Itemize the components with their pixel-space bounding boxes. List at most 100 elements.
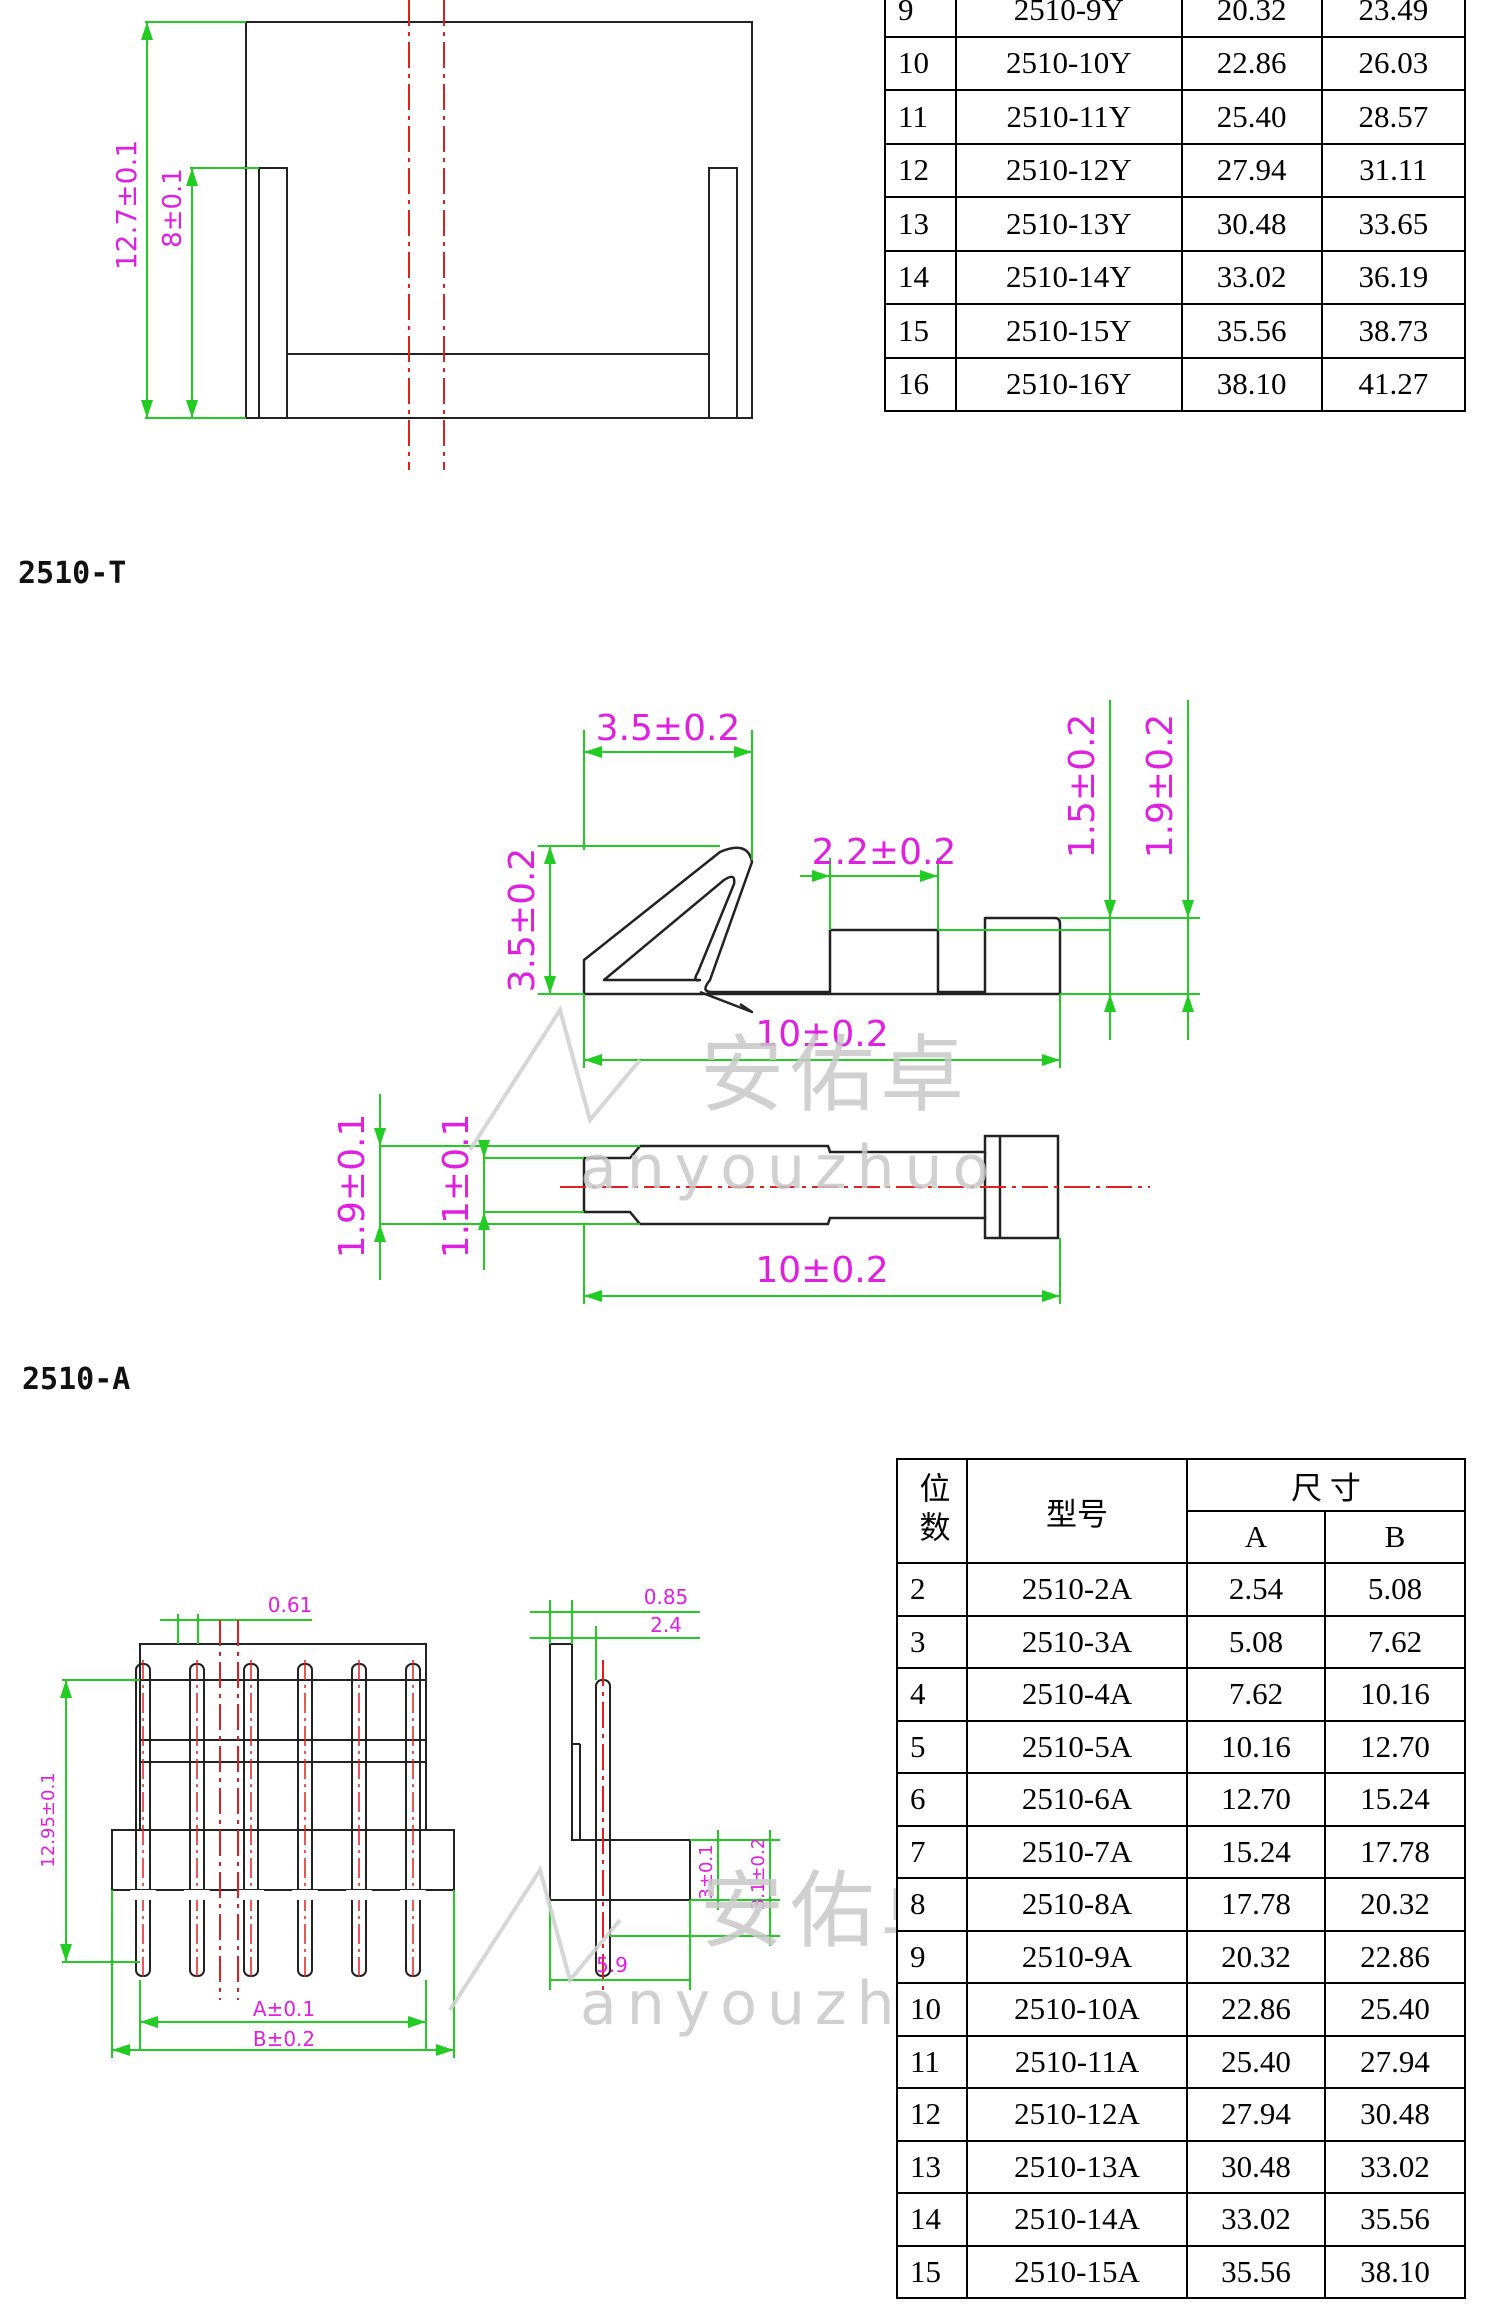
table-cell: 2510-9Y bbox=[955, 0, 1183, 38]
y-side-view-drawing: 12.7±0.1 8±0.1 bbox=[110, 0, 753, 470]
table-cell: 22.86 bbox=[1180, 35, 1323, 91]
table-cell: 28.57 bbox=[1320, 89, 1467, 145]
table-cell: 2510-11A bbox=[966, 2034, 1188, 2089]
t-right-h2-dim: 1.9±0.2 bbox=[1140, 714, 1181, 859]
table-cell: 22.86 bbox=[1324, 1929, 1466, 1984]
t-top-width-dim: 3.5±0.2 bbox=[596, 708, 741, 749]
t-terminal-top-outline bbox=[582, 846, 1062, 996]
watermark-logo-t: 安佑卓 anyouzhuo bbox=[468, 1005, 989, 1203]
pin-notch bbox=[400, 1890, 426, 1900]
table-cell: 38.73 bbox=[1320, 303, 1467, 359]
a-header-size: 尺 寸 bbox=[1186, 1458, 1466, 1512]
table-cell: 7.62 bbox=[1324, 1614, 1466, 1669]
table-cell: 25.40 bbox=[1186, 2034, 1326, 2089]
section-title-2510-a: 2510-A bbox=[22, 1362, 131, 1397]
table-cell: 9 bbox=[896, 1929, 968, 1984]
table-cell: 15 bbox=[883, 303, 958, 359]
a-header-model: 型号 bbox=[966, 1458, 1188, 1564]
table-cell: 12.70 bbox=[1186, 1772, 1326, 1827]
a-base bbox=[111, 1829, 455, 1891]
table-cell: 2510-14Y bbox=[955, 249, 1183, 305]
t-terminal-drawing: 3.5±0.2 2.2±0.2 3.5±0.2 1.5±0.2 1.9±0.2 … bbox=[332, 700, 1200, 1304]
table-cell: 30.48 bbox=[1186, 2139, 1326, 2194]
t-side-h1-dim: 1.9±0.1 bbox=[332, 1114, 373, 1259]
section-title-2510-t: 2510-T bbox=[18, 556, 127, 591]
table-cell: 14 bbox=[883, 249, 958, 305]
table-cell: 10 bbox=[896, 1982, 968, 2037]
a-header-count: 位数 bbox=[896, 1458, 968, 1564]
table-cell: 22.86 bbox=[1186, 1982, 1326, 2037]
table-cell: 33.02 bbox=[1180, 249, 1323, 305]
table-cell: 13 bbox=[896, 2139, 968, 2194]
y-body-outline bbox=[245, 21, 753, 419]
t-left-height-dim: 3.5±0.2 bbox=[502, 848, 543, 993]
table-cell: 2510-14A bbox=[966, 2192, 1188, 2247]
table-cell: 11 bbox=[896, 2034, 968, 2089]
table-cell: 2510-15Y bbox=[955, 303, 1183, 359]
table-cell: 27.94 bbox=[1186, 2087, 1326, 2142]
a-header-col-a: A bbox=[1186, 1510, 1326, 1564]
a-side-h2-dim: 3.1±0.2 bbox=[748, 1838, 769, 1910]
y-inner-dim: 8±0.1 bbox=[158, 168, 188, 248]
table-cell: 27.94 bbox=[1324, 2034, 1466, 2089]
table-cell: 2 bbox=[896, 1562, 968, 1617]
table-cell: 20.32 bbox=[1186, 1929, 1326, 1984]
table-cell: 14 bbox=[896, 2192, 968, 2247]
table-cell: 30.48 bbox=[1324, 2087, 1466, 2142]
table-cell: 15.24 bbox=[1324, 1772, 1466, 1827]
table-cell: 2510-4A bbox=[966, 1667, 1188, 1722]
t-length-top-dim: 10±0.2 bbox=[755, 1014, 888, 1055]
table-cell: 5.08 bbox=[1186, 1614, 1326, 1669]
t-slot-width-dim: 2.2±0.2 bbox=[812, 832, 957, 873]
a-top-bar bbox=[139, 1643, 427, 1681]
table-cell: 15.24 bbox=[1186, 1824, 1326, 1879]
table-cell: 5.08 bbox=[1324, 1562, 1466, 1617]
table-cell: 2510-12Y bbox=[955, 142, 1183, 198]
y-left-post bbox=[258, 167, 288, 419]
table-cell: 11 bbox=[883, 89, 958, 145]
table-cell: 33.65 bbox=[1320, 196, 1467, 252]
table-cell: 36.19 bbox=[1320, 249, 1467, 305]
a-a-dim: A±0.1 bbox=[253, 1997, 315, 2021]
table-cell: 16 bbox=[883, 356, 958, 412]
table-cell: 25.40 bbox=[1180, 89, 1323, 145]
t-right-h1-dim: 1.5±0.2 bbox=[1062, 714, 1103, 859]
table-cell: 10.16 bbox=[1186, 1719, 1326, 1774]
table-cell: 7.62 bbox=[1186, 1667, 1326, 1722]
table-cell: 25.40 bbox=[1324, 1982, 1466, 2037]
a-header-col-b: B bbox=[1324, 1510, 1466, 1564]
y-right-post bbox=[708, 167, 738, 419]
table-cell: 8 bbox=[896, 1877, 968, 1932]
table-cell: 5 bbox=[896, 1719, 968, 1774]
table-cell: 2510-10Y bbox=[955, 35, 1183, 91]
table-cell: 20.32 bbox=[1180, 0, 1323, 38]
table-cell: 35.56 bbox=[1186, 2244, 1326, 2299]
a-height-dim: 12.95±0.1 bbox=[38, 1772, 59, 1867]
pin-notch bbox=[292, 1890, 318, 1900]
table-cell: 38.10 bbox=[1180, 356, 1323, 412]
table-cell: 17.78 bbox=[1324, 1824, 1466, 1879]
table-cell: 2510-8A bbox=[966, 1877, 1188, 1932]
table-cell: 2510-11Y bbox=[955, 89, 1183, 145]
table-cell: 23.49 bbox=[1320, 0, 1467, 38]
table-cell: 2510-7A bbox=[966, 1824, 1188, 1879]
t-length-bottom-dim: 10±0.2 bbox=[755, 1250, 888, 1291]
a-side-w2-dim: 2.4 bbox=[650, 1613, 682, 1637]
pin-notch bbox=[130, 1890, 156, 1900]
a-b-dim: B±0.2 bbox=[253, 2027, 315, 2051]
a-side-w1-dim: 0.85 bbox=[644, 1585, 689, 1609]
table-cell: 4 bbox=[896, 1667, 968, 1722]
